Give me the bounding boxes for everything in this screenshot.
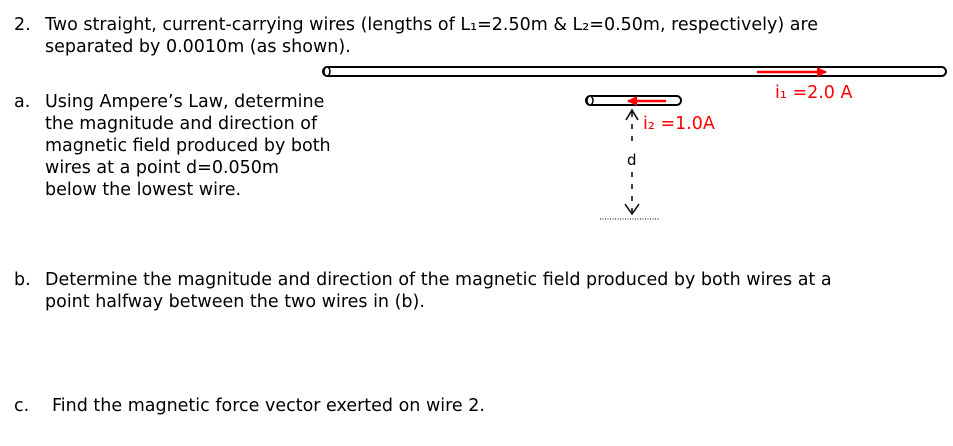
part-a-line-1: Using Ampere’s Law, determine	[45, 92, 325, 112]
part-a-line-2: the magnitude and direction of	[45, 114, 318, 134]
part-a-marker: a.	[14, 92, 31, 112]
part-b-line-2: point halfway between the two wires in (…	[45, 292, 425, 312]
part-a-text: Using Ampere’s Law, determine the magnit…	[45, 91, 331, 201]
wire-2-current-label: i₂ =1.0A	[643, 114, 715, 134]
distance-label: d	[627, 151, 637, 169]
wire-2-end-cap	[586, 95, 594, 106]
part-a-line-5: below the lowest wire.	[45, 180, 242, 200]
part-b-text: Determine the magnitude and direction of…	[45, 269, 832, 313]
part-a-line-3: magnetic field produced by both	[45, 136, 331, 156]
wire-1-current-label: i₁ =2.0 A	[775, 83, 852, 103]
wire-1-body	[322, 66, 947, 77]
distance-arrowhead-up	[625, 108, 639, 121]
wire-1	[322, 66, 947, 77]
part-c-line-1: Find the magnetic force vector exerted o…	[52, 396, 485, 416]
part-a-line-4: wires at a point d=0.050m	[45, 158, 279, 178]
part-c-text: Find the magnetic force vector exerted o…	[52, 395, 485, 417]
problem-text: Two straight, current-carrying wires (le…	[45, 14, 818, 58]
part-c-marker: c.	[14, 396, 30, 416]
distance-arrowhead-down	[624, 203, 640, 216]
part-b-marker: b.	[14, 270, 31, 290]
distance-label-background	[624, 148, 640, 170]
problem-line-1: Two straight, current-carrying wires (le…	[45, 15, 819, 35]
problem-number: 2.	[14, 15, 31, 35]
distance-indicator: d	[600, 108, 660, 220]
wire-1-end-cap	[323, 66, 331, 77]
part-b-line-1: Determine the magnitude and direction of…	[45, 270, 832, 290]
problem-line-2: separated by 0.0010m (as shown).	[45, 37, 351, 57]
